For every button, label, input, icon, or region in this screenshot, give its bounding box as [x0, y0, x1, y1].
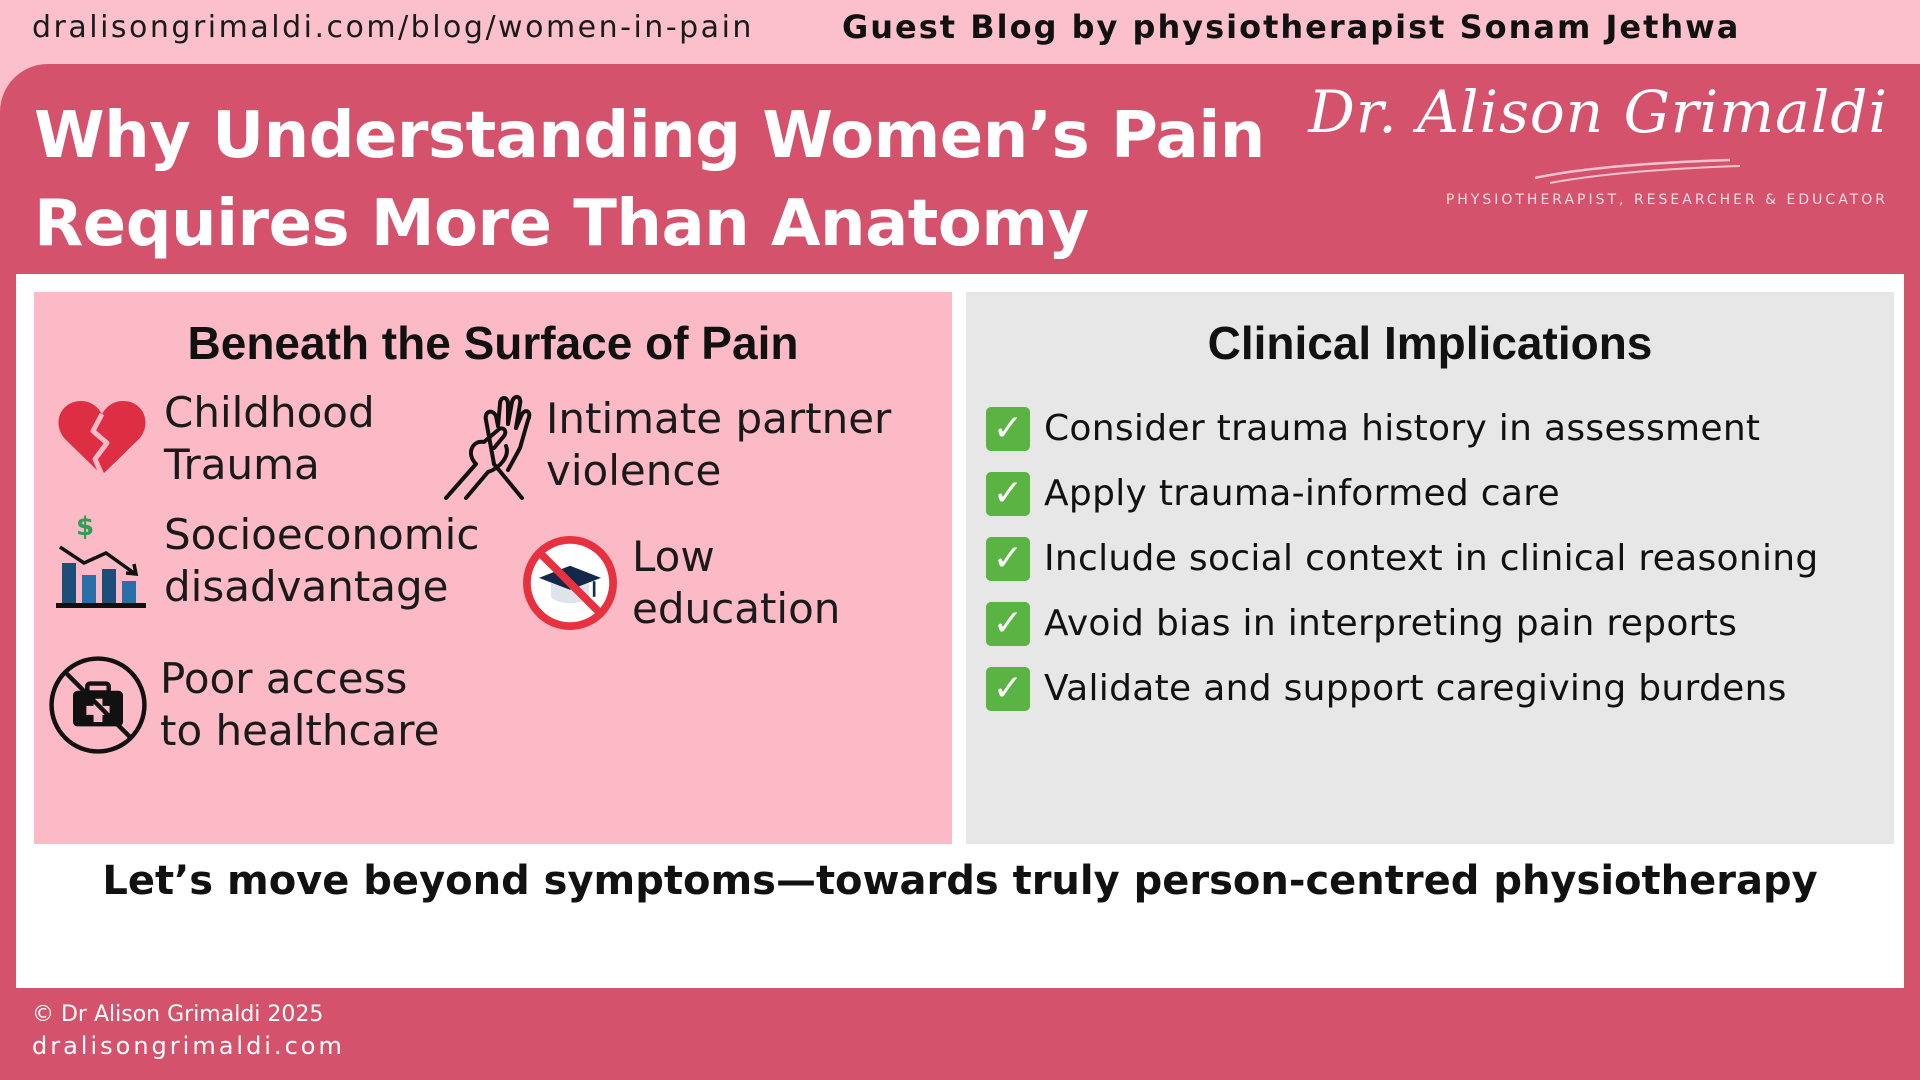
copyright-notice: © Dr Alison Grimaldi 2025 [32, 1002, 324, 1027]
factor-poor-healthcare-access: Poor access to healthcare [48, 650, 439, 760]
implications-list: ✓ Consider trauma history in assessment … [986, 396, 1819, 721]
factor-label: Childhood Trauma [164, 388, 375, 489]
blog-url[interactable]: dralisongrimaldi.com/blog/women-in-pain [32, 10, 754, 45]
top-bar: dralisongrimaldi.com/blog/women-in-pain … [0, 0, 1920, 64]
title-line-1: Why Understanding Women’s Pain [34, 99, 1265, 173]
list-item: ✓ Avoid bias in interpreting pain report… [986, 591, 1819, 656]
logo-swash-icon [1534, 158, 1741, 184]
clinical-implications-heading: Clinical Implications [1207, 317, 1653, 369]
factor-low-education: Low education [520, 528, 840, 638]
no-medical-kit-icon [48, 650, 148, 760]
no-graduation-cap-icon [520, 528, 620, 638]
checkmark-icon: ✓ [986, 666, 1030, 711]
main-banner: Why Understanding Women’s Pain Requires … [0, 64, 1920, 1080]
logo-tagline: PHYSIOTHERAPIST, RESEARCHER & EDUCATOR [1445, 192, 1888, 208]
closing-tagline: Let’s move beyond symptoms—towards truly… [102, 858, 1818, 904]
brand-logo: Dr. Alison Grimaldi PHYSIOTHERAPIST, RES… [1308, 72, 1900, 222]
page-title: Why Understanding Women’s Pain Requires … [34, 92, 1265, 268]
factor-label: Intimate partner violence [546, 394, 892, 495]
factor-socioeconomic-disadvantage: $ Socioeconomic disadvantage [52, 506, 479, 616]
factor-label: Low education [632, 532, 841, 633]
list-item: ✓ Consider trauma history in assessment [986, 396, 1819, 461]
checkmark-icon: ✓ [986, 601, 1030, 646]
list-item: ✓ Validate and support caregiving burden… [986, 656, 1819, 721]
factor-label: Socioeconomic disadvantage [164, 510, 480, 611]
title-line-2: Requires More Than Anatomy [34, 187, 1089, 261]
declining-finance-chart-icon: $ [52, 506, 152, 616]
svg-text:$: $ [76, 512, 94, 542]
logo-signature: Dr. Alison Grimaldi [1308, 78, 1888, 146]
risk-factors-heading: Beneath the Surface of Pain [187, 317, 799, 369]
list-item: ✓ Include social context in clinical rea… [986, 526, 1819, 591]
factor-childhood-trauma: Childhood Trauma [52, 384, 375, 494]
factor-intimate-partner-violence: Intimate partner violence [434, 390, 891, 500]
list-item: ✓ Apply trauma-informed care [986, 461, 1819, 526]
checkmark-icon: ✓ [986, 406, 1030, 451]
risk-factors-panel: Beneath the Surface of Pain Childhood Tr… [34, 292, 952, 844]
broken-heart-icon [52, 384, 152, 494]
content-card: Beneath the Surface of Pain Childhood Tr… [16, 274, 1904, 988]
grabbed-wrist-icon [434, 390, 534, 500]
footer-site-link[interactable]: dralisongrimaldi.com [32, 1032, 345, 1060]
checkmark-icon: ✓ [986, 536, 1030, 581]
factor-label: Poor access to healthcare [160, 654, 440, 755]
checkmark-icon: ✓ [986, 471, 1030, 516]
guest-author-credit: Guest Blog by physiotherapist Sonam Jeth… [842, 8, 1741, 46]
clinical-implications-panel: Clinical Implications ✓ Consider trauma … [966, 292, 1894, 844]
